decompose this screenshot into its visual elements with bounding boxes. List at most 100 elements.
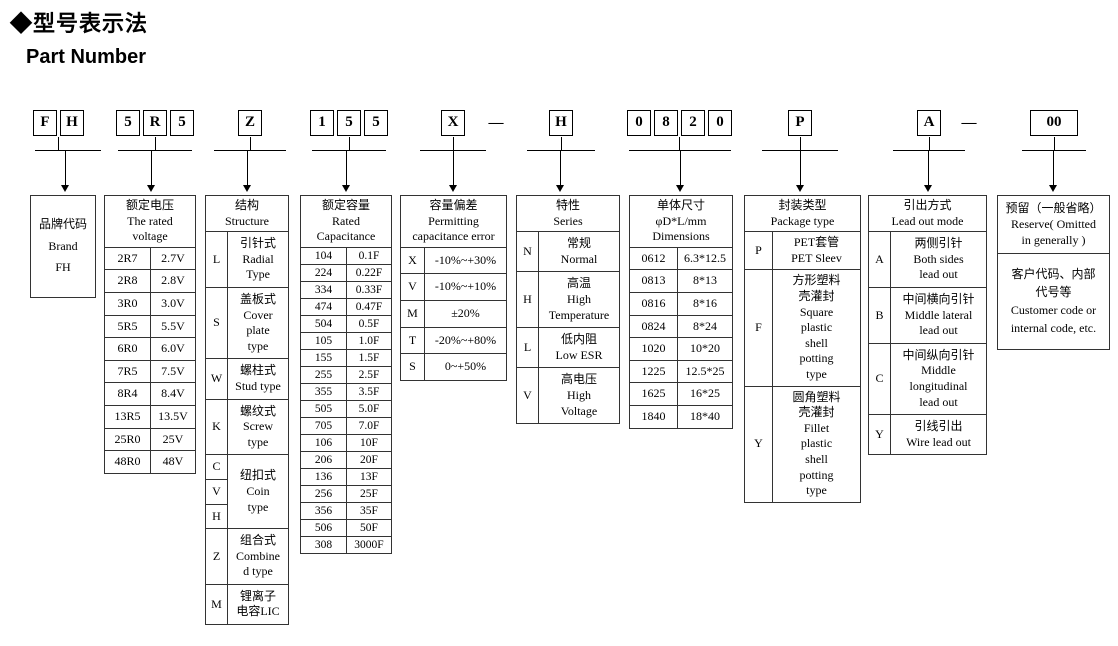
code-char-box: A bbox=[917, 110, 941, 136]
code-cell: 5R5 bbox=[104, 314, 151, 339]
code-cell: F bbox=[744, 269, 773, 387]
code-cell: 1020 bbox=[629, 337, 678, 361]
desc-cell: 13F bbox=[346, 467, 392, 487]
down-arrow-leadout bbox=[924, 150, 932, 192]
desc-cell: 2.5F bbox=[346, 365, 392, 384]
code-cell: 334 bbox=[300, 280, 347, 299]
reserve-body: 客户代码、内部 代号等 Customer code or internal co… bbox=[1010, 267, 1097, 336]
code-cell: 355 bbox=[300, 382, 347, 401]
desc-cell: 3000F bbox=[346, 536, 392, 555]
desc-cell: 5.5V bbox=[150, 314, 196, 339]
code-cell: 1840 bbox=[629, 404, 678, 429]
connector-hline-brand bbox=[35, 150, 101, 151]
down-arrow-series bbox=[556, 150, 564, 192]
desc-cell: 高电压 High Voltage bbox=[538, 367, 620, 425]
connector-stub-brand bbox=[58, 137, 59, 150]
desc-cell: -20%~+80% bbox=[424, 326, 507, 355]
code-cell: Y bbox=[744, 385, 773, 503]
desc-cell: 20F bbox=[346, 450, 392, 469]
desc-cell: 8.4V bbox=[150, 382, 196, 406]
connector-stub-package bbox=[800, 137, 801, 150]
desc-cell: 锂离子 电容LIC bbox=[227, 583, 289, 626]
desc-cell: 纽扣式 Coin type bbox=[227, 454, 289, 530]
desc-cell: 8*13 bbox=[677, 269, 733, 293]
page-title: ◆型号表示法 bbox=[10, 11, 149, 36]
code-cell: H bbox=[516, 271, 539, 329]
desc-cell: 6.3*12.5 bbox=[677, 246, 733, 271]
connector-stub-capacitance bbox=[349, 137, 350, 150]
desc-cell: 25V bbox=[150, 427, 196, 452]
desc-cell: 0.47F bbox=[346, 297, 392, 316]
reserve-table: 预留（一般省略） Reserve( Omitted in generally )… bbox=[997, 195, 1110, 350]
desc-cell: 低内阻 Low ESR bbox=[538, 327, 620, 369]
code-cell: 356 bbox=[300, 502, 347, 521]
code-cell: 48R0 bbox=[104, 450, 151, 474]
code-cell: 3R0 bbox=[104, 291, 151, 316]
code-group-structure: Z bbox=[238, 110, 262, 136]
code-cell: 506 bbox=[300, 519, 347, 538]
code-cell: H bbox=[205, 503, 228, 530]
connector-stub-leadout bbox=[929, 137, 930, 150]
desc-cell: 16*25 bbox=[677, 382, 733, 406]
code-cell: 505 bbox=[300, 399, 347, 418]
code-group-error: X bbox=[441, 110, 465, 136]
desc-cell: 6.0V bbox=[150, 337, 196, 361]
code-cell: 206 bbox=[300, 450, 347, 469]
desc-cell: 8*24 bbox=[677, 314, 733, 339]
code-cell: 474 bbox=[300, 297, 347, 316]
down-arrow-brand bbox=[61, 150, 69, 192]
desc-cell: 12.5*25 bbox=[677, 359, 733, 384]
table-row: V-10%~+10% bbox=[400, 273, 507, 301]
down-arrow-dimensions bbox=[676, 150, 684, 192]
code-cell: 0612 bbox=[629, 246, 678, 271]
code-char-box: 5 bbox=[364, 110, 388, 136]
code-cell: 1225 bbox=[629, 359, 678, 384]
desc-cell: 10*20 bbox=[677, 337, 733, 361]
desc-cell: 35F bbox=[346, 502, 392, 521]
table-row: T-20%~+80% bbox=[400, 326, 507, 355]
code-cell: C bbox=[868, 342, 891, 416]
desc-cell: 常规 Normal bbox=[538, 231, 620, 273]
down-arrow-structure bbox=[243, 150, 251, 192]
code-cell: W bbox=[205, 358, 228, 400]
code-cell: 25R0 bbox=[104, 427, 151, 452]
table-row: M±20% bbox=[400, 299, 507, 328]
desc-cell: 10F bbox=[346, 433, 392, 452]
code-separator-dash-2: — bbox=[961, 115, 977, 131]
code-cell: 105 bbox=[300, 331, 347, 350]
code-char-box: 2 bbox=[681, 110, 705, 136]
code-cell: 0816 bbox=[629, 291, 678, 316]
down-arrow-capacitance bbox=[342, 150, 350, 192]
desc-cell: 0.1F bbox=[346, 246, 392, 265]
code-char-box: X bbox=[441, 110, 465, 136]
connector-stub-voltage bbox=[155, 137, 156, 150]
down-arrow-package bbox=[796, 150, 804, 192]
table-header: 封装类型 Package type bbox=[744, 194, 861, 233]
desc-cell: 5.0F bbox=[346, 399, 392, 418]
code-cell: S bbox=[205, 286, 228, 360]
